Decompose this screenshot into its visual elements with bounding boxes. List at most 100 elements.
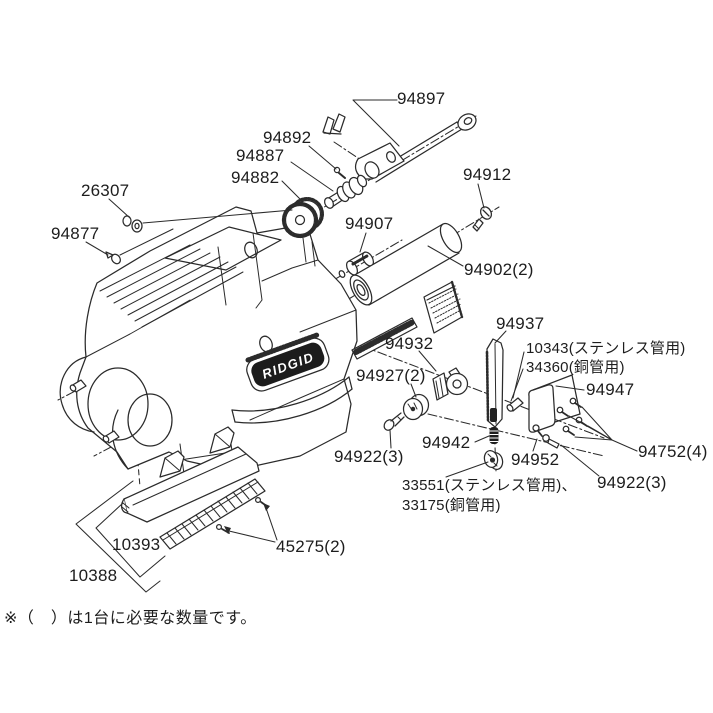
blade-serration xyxy=(485,350,490,422)
body-seam-lines xyxy=(85,232,357,421)
part-label-94952: 94952 xyxy=(511,450,560,469)
leader-94952 xyxy=(532,438,538,452)
sleeve-side-hole xyxy=(385,151,397,163)
wear-strip xyxy=(159,478,266,550)
pin xyxy=(102,430,120,444)
part-label-10388: 10388 xyxy=(69,566,118,585)
leader-94877-body xyxy=(119,228,174,256)
leader-94897 xyxy=(352,99,400,147)
part-label-94892: 94892 xyxy=(263,128,312,147)
part-label-94897: 94897 xyxy=(397,89,446,108)
part-label-10343: 10343(ステンレス管用) xyxy=(526,340,686,357)
part-label-94927: 94927(2) xyxy=(356,366,426,385)
pins xyxy=(69,379,120,444)
leader-94892 xyxy=(308,145,337,170)
roller-sleeve xyxy=(354,142,405,180)
bearing-pin xyxy=(338,270,346,278)
washers-26307 xyxy=(122,215,143,233)
blade-94937 xyxy=(485,338,504,428)
leader-94907 xyxy=(359,232,367,253)
drive-shaft-94887 xyxy=(323,174,368,209)
blade-slot xyxy=(490,408,497,422)
part-label-26307: 26307 xyxy=(81,181,130,200)
leader-94912 xyxy=(477,183,485,209)
part-label-94922-left: 94922(3) xyxy=(334,447,404,466)
screw xyxy=(562,425,575,436)
screw-94912 xyxy=(472,206,493,232)
retainer-clip-94892 xyxy=(322,113,346,179)
leader-34360 xyxy=(510,368,524,402)
sleeve-bore xyxy=(364,161,380,179)
part-label-33551: 33551(ステンレス管用)、 xyxy=(402,477,577,494)
quantity-footnote: ※（ ）は1台に必要な数量です。 xyxy=(4,610,257,627)
leader-94937 xyxy=(494,330,507,344)
part-label-94882: 94882 xyxy=(231,168,280,187)
part-label-94947: 94947 xyxy=(586,380,635,399)
leader-94752-fan xyxy=(587,425,613,441)
cutter-wheel-94927 xyxy=(402,393,430,421)
leader-94752 xyxy=(611,439,638,452)
part-label-94922-right: 94922(3) xyxy=(597,473,667,492)
leader-94752-fan xyxy=(581,406,613,441)
part-label-94887: 94887 xyxy=(236,146,285,165)
axis-cutter-lower xyxy=(427,413,605,457)
clamp-jaws xyxy=(59,356,173,470)
cutter-frame-94932 xyxy=(432,367,469,401)
axis-cutter-upper xyxy=(361,345,605,439)
part-label-10393: 10393 xyxy=(112,535,161,554)
screw-94922-left xyxy=(383,412,405,431)
part-label-94937: 94937 xyxy=(496,314,545,333)
leader-26307-body xyxy=(142,209,293,224)
body-hatch-lines xyxy=(99,244,244,328)
leader-94902 xyxy=(427,245,464,267)
leader-94922-right xyxy=(560,444,600,477)
handle-slot xyxy=(164,226,282,271)
part-label-45275: 45275(2) xyxy=(276,537,346,556)
pin-10343 xyxy=(506,397,524,412)
tray-tab xyxy=(159,450,185,478)
part-label-94907: 94907 xyxy=(345,214,394,233)
leader-26307 xyxy=(108,198,131,219)
leader-94942 xyxy=(474,435,490,443)
part-label-94902: 94902(2) xyxy=(464,260,534,279)
screw xyxy=(556,406,569,417)
leader-94877 xyxy=(85,241,109,256)
carry-rail xyxy=(231,376,353,424)
spring-94942 xyxy=(489,427,499,444)
leader-94922-left xyxy=(389,429,392,449)
leader-94927 xyxy=(410,383,417,398)
gear-94882 xyxy=(281,197,324,239)
part-label-94752: 94752(4) xyxy=(638,442,708,461)
tray-tab xyxy=(209,426,235,454)
part-label-94932: 94932 xyxy=(385,334,434,353)
machine-body: RIDGID xyxy=(59,206,418,475)
arrowhead xyxy=(224,526,231,534)
leader-94932 xyxy=(418,350,437,372)
blade-cover-box xyxy=(528,374,581,433)
gear-bore xyxy=(294,214,306,226)
screw-94877 xyxy=(105,251,121,265)
arrowhead xyxy=(263,503,270,511)
axis-pin-lower xyxy=(93,414,173,457)
body-boss-upper xyxy=(244,241,258,259)
bracket-10388 xyxy=(75,480,161,593)
leader-94947 xyxy=(555,385,585,391)
leader-lines xyxy=(75,99,638,593)
part-label-34360: 34360(銅管用) xyxy=(526,359,625,376)
cutter-wheel-33551 xyxy=(483,449,504,471)
screw xyxy=(569,397,582,408)
leader-33551 xyxy=(445,461,489,478)
leader-94887 xyxy=(290,161,334,192)
spec-plate xyxy=(423,280,464,334)
part-label-94877: 94877 xyxy=(51,224,100,243)
bracket-10393 xyxy=(95,502,166,578)
leader-45275-b xyxy=(228,530,276,543)
cylinder-94902 xyxy=(349,222,463,306)
chip-tray-10393 xyxy=(120,426,260,523)
leader-94752-fan xyxy=(574,436,613,441)
screw-94922-right xyxy=(542,434,560,449)
screw-94952 xyxy=(532,424,543,437)
feed-rack xyxy=(245,317,418,363)
